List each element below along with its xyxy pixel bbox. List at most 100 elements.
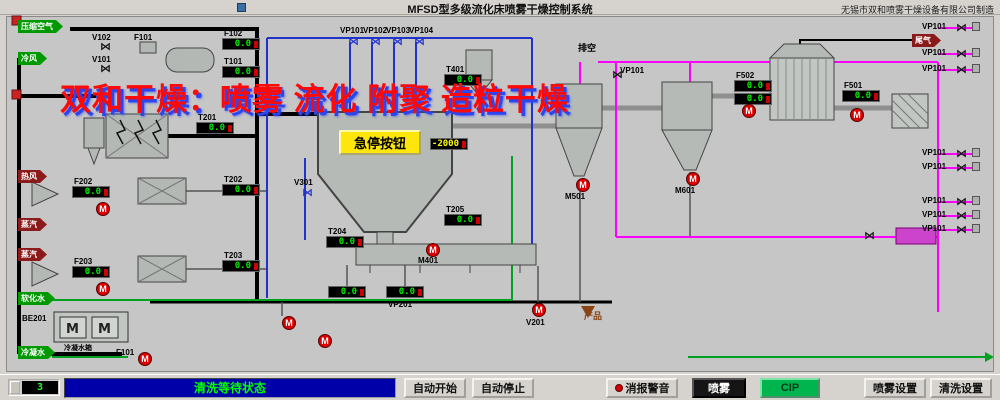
main-air-heater: [83, 113, 169, 166]
valve-icon[interactable]: ⋈: [612, 68, 623, 81]
motor-indicator[interactable]: M: [686, 172, 700, 186]
tag-T203: T203: [224, 251, 243, 260]
value-display-x12: 0.0: [734, 93, 772, 105]
button-cip[interactable]: CIP: [760, 378, 820, 398]
motor-indicator[interactable]: M: [96, 282, 110, 296]
page-title: MFSD型多级流化床喷雾干燥控制系统: [407, 4, 593, 16]
valve-icon[interactable]: ⋈: [956, 209, 967, 222]
counter-icon[interactable]: [10, 381, 20, 394]
value-display-T101: 0.0: [222, 66, 260, 78]
motor-indicator[interactable]: M: [96, 202, 110, 216]
button-clean-settings[interactable]: 清洗设置: [930, 378, 992, 398]
valve-icon[interactable]: ⋈: [100, 62, 111, 75]
motor-indicator[interactable]: M: [426, 243, 440, 257]
label-产品: 产品: [584, 311, 603, 321]
value-display-x10: -2000: [430, 138, 468, 150]
label-VP101: VP101: [922, 196, 947, 205]
tag-T201: T201: [198, 113, 217, 122]
valve-icon[interactable]: ⋈: [348, 35, 359, 48]
display-indicator: [766, 96, 770, 103]
valve-icon[interactable]: ⋈: [956, 195, 967, 208]
label-VP101: VP101: [922, 64, 947, 73]
label-VP101: VP101: [922, 22, 947, 31]
display-indicator: [104, 269, 108, 276]
valve-icon[interactable]: ⋈: [956, 161, 967, 174]
valve-icon[interactable]: ⋈: [956, 21, 967, 34]
valve-icon[interactable]: ⋈: [956, 147, 967, 160]
button-label: 消报警音: [625, 383, 670, 395]
value-display-T205: 0.0: [444, 214, 482, 226]
label-V101: V101: [92, 55, 111, 64]
pipe-end-box: [972, 148, 980, 157]
display-indicator: [254, 69, 258, 76]
valve-icon[interactable]: ⋈: [100, 40, 111, 53]
label-F101: F101: [116, 348, 135, 357]
button-auto-stop[interactable]: 自动停止: [472, 378, 534, 398]
value-display-F203: 0.0: [72, 266, 110, 278]
company-name: 无锡市双和喷雾干燥设备有限公司制造: [840, 5, 994, 15]
tag-F203: F203: [74, 257, 93, 266]
status-bar: 清洗等待状态: [64, 378, 396, 398]
value-display-T201: 0.0: [196, 122, 234, 134]
magenta-pipes: [579, 27, 974, 312]
valve-icon[interactable]: ⋈: [956, 223, 967, 236]
tag-F501: F501: [844, 81, 863, 90]
stream-label-软化水: 软化水: [18, 292, 55, 305]
value-display-T204: 0.0: [326, 236, 364, 248]
display-indicator: [254, 263, 258, 270]
display-indicator: [360, 289, 364, 296]
value-display-T203: 0.0: [222, 260, 260, 272]
button-label: 清洗设置: [939, 383, 983, 395]
button-label: 喷雾设置: [873, 383, 917, 395]
button-spray-settings[interactable]: 喷雾设置: [864, 378, 926, 398]
display-indicator: [418, 289, 422, 296]
display-indicator: [228, 125, 232, 132]
valve-icon[interactable]: ⋈: [392, 35, 403, 48]
button-mute-alarm[interactable]: 消报警音: [606, 378, 678, 398]
stream-label-蒸汽: 蒸汽: [18, 248, 47, 261]
motor-indicator[interactable]: M: [850, 108, 864, 122]
button-label: 自动开始: [413, 383, 457, 395]
valve-icon[interactable]: ⋈: [302, 186, 313, 199]
motor-indicator[interactable]: M: [282, 316, 296, 330]
motor-indicator[interactable]: M: [576, 178, 590, 192]
steam-heater-2: [31, 255, 187, 287]
pipe-end-box: [972, 196, 980, 205]
display-indicator: [476, 77, 480, 84]
air-filter-vessel: [139, 41, 215, 73]
valve-icon[interactable]: ⋈: [956, 63, 967, 76]
label-V102: V102: [92, 33, 111, 42]
valve-icon[interactable]: ⋈: [956, 47, 967, 60]
valve-icon[interactable]: ⋈: [414, 35, 425, 48]
motor-indicator[interactable]: M: [742, 104, 756, 118]
stream-label-压缩空气: 压缩空气: [18, 20, 63, 33]
motor-indicator[interactable]: M: [532, 303, 546, 317]
value-display-VP201: 0.0: [386, 286, 424, 298]
tag-T205: T205: [446, 205, 465, 214]
baghouse: [768, 43, 836, 121]
label-V201: V201: [526, 318, 545, 327]
stream-label-冷凝水: 冷凝水: [18, 346, 55, 359]
cyclone-1: [555, 83, 603, 177]
pipe-end-box: [972, 64, 980, 73]
emergency-stop-button[interactable]: 急停按钮: [339, 130, 421, 155]
button-spray[interactable]: 喷雾: [692, 378, 746, 398]
label-M401: M401: [418, 256, 439, 265]
valve-icon[interactable]: ⋈: [370, 35, 381, 48]
motor-indicator[interactable]: M: [138, 352, 152, 366]
svg-text:M: M: [66, 322, 79, 337]
tag-VP201: VP201: [388, 300, 413, 309]
motor-indicator[interactable]: M: [318, 334, 332, 348]
button-auto-start[interactable]: 自动开始: [404, 378, 466, 398]
valve-icon[interactable]: ⋈: [864, 229, 875, 242]
pipe-end-box: [972, 22, 980, 31]
pipe-end-box: [972, 162, 980, 171]
value-display-x14: 0.0: [328, 286, 366, 298]
value-display-T202: 0.0: [222, 184, 260, 196]
value-display-T401: 0.0: [444, 74, 482, 86]
magenta-unit: [895, 227, 937, 245]
display-indicator: [254, 187, 258, 194]
svg-text:M: M: [98, 322, 111, 337]
